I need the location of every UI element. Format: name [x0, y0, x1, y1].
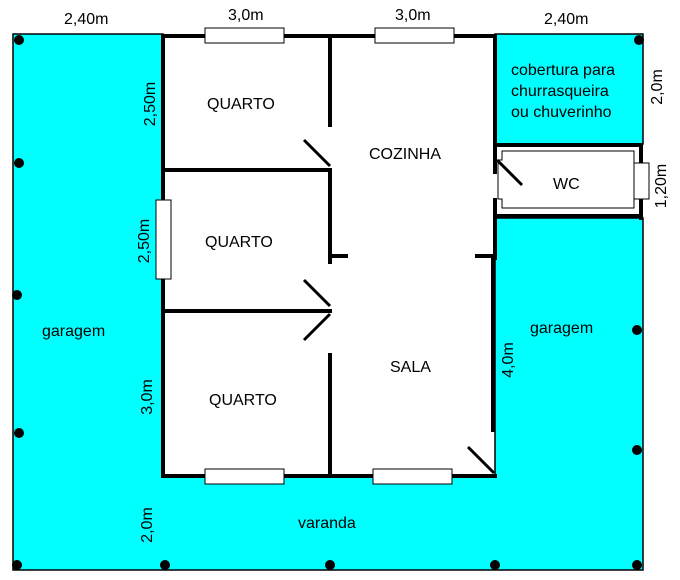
post-dot	[325, 560, 335, 570]
window-left-quarto	[155, 199, 172, 280]
door-quarto-mid-a	[302, 278, 332, 308]
area-label-garagem-left: garagem	[42, 323, 106, 340]
window-top-quarto	[204, 27, 285, 44]
room-label-sala: SALA	[390, 359, 431, 376]
post-dot	[14, 428, 24, 438]
dim-top-quarto-width: 3,0m	[228, 7, 264, 24]
cobertura-area	[494, 33, 644, 145]
window-wc	[633, 162, 650, 200]
posts	[12, 35, 644, 570]
area-label-varanda: varanda	[298, 515, 356, 532]
dim-top-left-width: 2,40m	[64, 11, 109, 28]
area-label-cobertura: cobertura para churrasqueira ou chuverin…	[511, 62, 616, 121]
dim-quarto-mid-height: 2,50m	[136, 218, 153, 264]
room-label-wc: WC	[553, 176, 580, 193]
post-dot	[490, 560, 500, 570]
dim-cobertura-height: 2,0m	[649, 69, 666, 105]
area-label-garagem-right: garagem	[530, 320, 594, 337]
door-wc	[495, 158, 524, 187]
post-dot	[160, 560, 170, 570]
room-label-quarto-bottom: QUARTO	[209, 392, 277, 409]
dim-top-cozinha-width: 3,0m	[395, 7, 431, 24]
dim-varanda-depth: 2,0m	[139, 507, 156, 543]
dim-wc-height: 1,20m	[653, 163, 670, 209]
door-quarto-mid-b	[302, 312, 332, 342]
window-top-cozinha	[374, 27, 455, 44]
post-dot	[12, 290, 22, 300]
room-label-quarto-mid: QUARTO	[205, 234, 273, 251]
dim-sala-wall-height: 4,0m	[500, 342, 517, 378]
dim-quarto-top-height: 2,50m	[142, 81, 159, 127]
windows	[155, 27, 650, 485]
doors	[302, 138, 524, 475]
window-bottom-sala	[372, 468, 453, 485]
door-sala	[466, 445, 496, 475]
post-dot	[14, 35, 24, 45]
room-label-cozinha: COZINHA	[369, 146, 441, 163]
dim-quarto-bottom-height: 3,0m	[139, 379, 156, 415]
post-dot	[632, 445, 642, 455]
exterior-areas	[12, 33, 644, 571]
post-dot	[14, 158, 24, 168]
post-dot	[12, 560, 22, 570]
door-quarto-top	[302, 138, 332, 168]
room-label-quarto-top: QUARTO	[207, 96, 275, 113]
dim-top-right-width: 2,40m	[544, 11, 589, 28]
window-bottom-quarto	[204, 468, 285, 485]
post-dot	[632, 325, 642, 335]
post-dot	[632, 560, 642, 570]
post-dot	[634, 35, 644, 45]
